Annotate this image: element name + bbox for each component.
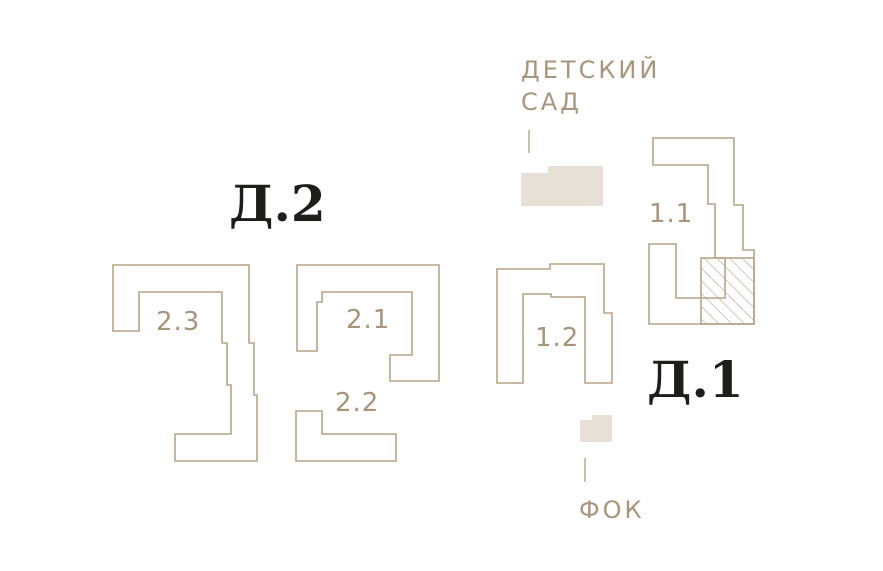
building-1-2-outline[interactable] [496,263,613,384]
kindergarten-label-line1: ДЕТСКИЙ [521,56,661,84]
building-1-1-outline[interactable] [648,137,755,325]
sports-complex-label: ФОК [579,496,645,524]
building-2-2-label: 2.2 [335,388,380,418]
building-1-1-label: 1.1 [649,199,694,229]
district-d2-label: Д.2 [229,174,326,233]
building-2-1-label: 2.1 [346,305,391,335]
building-2-3-label: 2.3 [156,307,201,337]
sports-complex-block[interactable] [580,415,612,442]
building-2-2-outline[interactable] [295,410,397,462]
kindergarten-label-line2: САД [521,88,582,116]
building-2-3-outline[interactable] [112,264,258,462]
kindergarten-block[interactable] [521,166,603,206]
district-d1-label: Д.1 [647,350,744,409]
building-1-1-hatched-section [700,257,755,325]
building-1-2-label: 1.2 [535,323,580,353]
building-2-1-outline[interactable] [296,264,440,382]
